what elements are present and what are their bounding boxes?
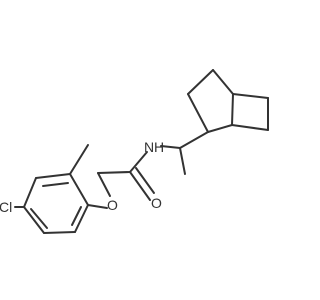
bond [207,124,233,133]
bond [35,173,71,179]
bond [231,93,234,126]
bond [129,151,148,173]
bond [43,231,76,234]
ether-oxygen-label: O [107,197,118,213]
bond [97,172,111,197]
bond [30,208,48,229]
bond [129,171,151,201]
bond [231,124,269,131]
molecule-diagram: N H O O Cl [0,69,269,234]
bond [69,173,89,206]
chlorine-label: Cl [0,199,12,215]
bond [187,93,209,133]
bond [74,204,89,233]
bond [135,167,155,194]
bond [187,69,214,95]
atom-labels: N H O O Cl [0,139,164,215]
bond [87,204,108,209]
structure-canvas: N H O O Cl [0,69,269,234]
bond [42,182,69,187]
bond [71,206,82,226]
hydrogen-label: H [154,139,164,155]
bond [179,131,209,149]
nitrogen-label: N [144,139,154,155]
bond [69,144,89,175]
bond [160,145,181,149]
bond [179,147,186,175]
bond [23,177,37,208]
bonds [14,69,269,234]
bond [23,206,45,234]
carbonyl-oxygen-label: O [151,195,162,211]
bond [97,171,131,174]
bond [212,69,234,95]
bond [232,93,269,99]
